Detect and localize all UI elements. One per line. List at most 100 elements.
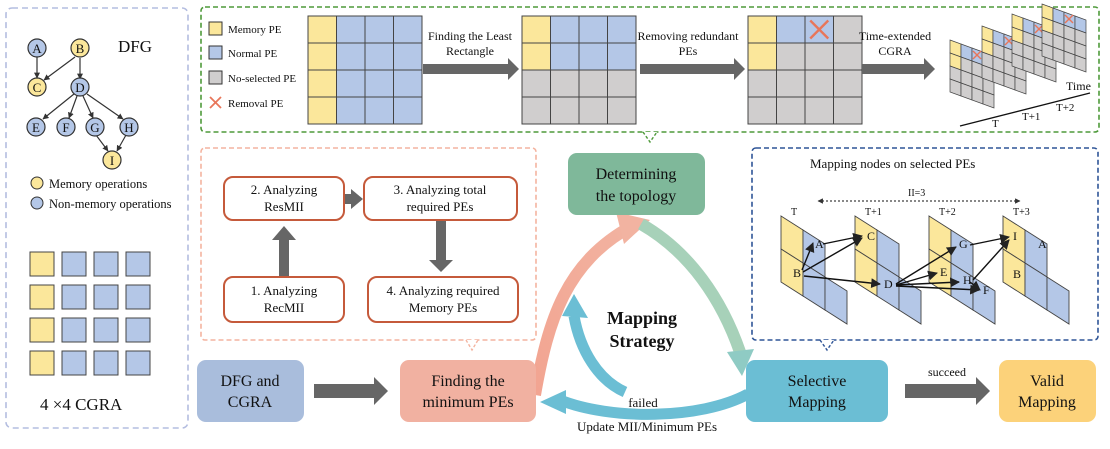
pe-cell (393, 96, 423, 125)
cgra-pe (93, 284, 119, 310)
pe-cell (307, 42, 337, 71)
time-tick-t: T (992, 118, 999, 130)
strategy-line2: Strategy (610, 331, 675, 351)
memory-pes-line1: 4. Analyzing required (387, 283, 500, 298)
dfg-node-b: B (70, 38, 90, 58)
time-plane-cell (982, 90, 995, 109)
time-plane-cell (1074, 54, 1087, 73)
legend-memory-pe-swatch (208, 21, 223, 36)
arrow-step-3 (862, 58, 935, 80)
pe-cell (364, 42, 394, 71)
pe-cell (307, 15, 337, 44)
mapping-panel-pointer (819, 339, 835, 352)
mapping-node-i: I (1013, 229, 1017, 243)
mapping-node-h: H (963, 273, 972, 287)
cgra-pe (29, 317, 55, 343)
cgra-pe (125, 284, 151, 310)
topology-line2: the topology (596, 188, 676, 205)
flow: DFG and CGRA Finding the minimum PEs Det… (197, 153, 1096, 434)
cgra-pe (125, 251, 151, 277)
mapping-edge (895, 246, 957, 285)
pe-cell (307, 69, 337, 98)
pe-cell (336, 42, 366, 71)
resmii-line2: ResMII (264, 199, 304, 214)
svg-text:E: E (32, 120, 40, 135)
legend-memory-ops: Memory operations (49, 177, 147, 191)
pe-cell (607, 96, 637, 125)
dfg-node-h: H (119, 117, 139, 137)
arrow-step-2 (640, 58, 745, 80)
pe-cell (804, 69, 834, 98)
cgra-pe (125, 317, 151, 343)
analyzing-recmii-box (223, 276, 345, 323)
pe-cell (550, 69, 580, 98)
recmii-line2: RecMII (264, 300, 304, 315)
pe-cell (578, 96, 608, 125)
arrow-total-to-memory (429, 221, 453, 272)
pe-cell (364, 69, 394, 98)
time-tick-t1: T+1 (1022, 111, 1040, 123)
mapping-node-c: C (867, 229, 875, 243)
valid-line1: Valid (1030, 373, 1064, 390)
analyzing-memory-pes-box (367, 276, 519, 323)
finding-min-line2: minimum PEs (422, 394, 513, 411)
pe-cell (776, 96, 806, 125)
pe-cell (607, 15, 637, 44)
top-panel-pointer (642, 131, 658, 144)
svg-text:C: C (33, 80, 42, 95)
time-plane-cell (1014, 76, 1027, 95)
svg-text:D: D (75, 80, 84, 95)
dfg-node-g: G (85, 117, 105, 137)
svg-text:F: F (62, 120, 69, 135)
pe-cell (607, 42, 637, 71)
cgra-pe (93, 251, 119, 277)
mapping-edge (972, 239, 1010, 281)
legend-memory-pe: Memory PE (228, 24, 282, 36)
mapping-edge (803, 275, 881, 288)
failed-label: failed (628, 395, 658, 410)
arrowhead-min-to-topology (616, 212, 650, 244)
pe-cell (550, 15, 580, 44)
pe-cell (521, 15, 551, 44)
update-label: Update MII/Minimum PEs (577, 419, 717, 434)
arrow-dfg-to-min (314, 377, 388, 405)
arrow-min-to-topology (529, 220, 635, 397)
pe-cell (776, 69, 806, 98)
step3-label-line1: Time-extended (859, 29, 931, 43)
cgra-pe (125, 350, 151, 376)
dfg-node-a: A (27, 38, 47, 58)
cgra-pe (61, 350, 87, 376)
pe-cell (776, 42, 806, 71)
pe-cell (804, 42, 834, 71)
arrow-failed (557, 389, 751, 420)
pe-cell (521, 96, 551, 125)
svg-text:A: A (32, 41, 42, 56)
svg-text:B: B (76, 41, 85, 56)
arrow-resmii-to-total (345, 189, 363, 209)
mapping-edge (895, 277, 960, 288)
dfg-cgra-line1: DFG and (220, 373, 279, 390)
mapping-edge (895, 270, 938, 286)
arrowhead-failed (540, 390, 566, 414)
pe-cell (336, 96, 366, 125)
legend-removal-pe: Removal PE (228, 98, 284, 110)
mapping-node-a: A (815, 237, 824, 251)
mapping-node-b: B (793, 266, 801, 280)
finding-min-line1: Finding the (431, 373, 504, 390)
mapping-edge (802, 237, 863, 273)
mapping-pe (824, 276, 848, 325)
pe-cell (550, 96, 580, 125)
pe-grid-initial (307, 15, 423, 125)
pe-cell (747, 42, 777, 71)
recmii-line1: 1. Analyzing (251, 283, 318, 298)
step3-label-line2: CGRA (878, 44, 912, 58)
pe-cell (364, 15, 394, 44)
mapping-node-d: D (884, 277, 893, 291)
step2-label-line2: PEs (679, 44, 698, 58)
pe-cell (364, 96, 394, 125)
analyzing-resmii-box (223, 176, 345, 221)
dfg-cgra-line2: CGRA (228, 394, 273, 411)
mapping-node-e: E (940, 265, 947, 279)
